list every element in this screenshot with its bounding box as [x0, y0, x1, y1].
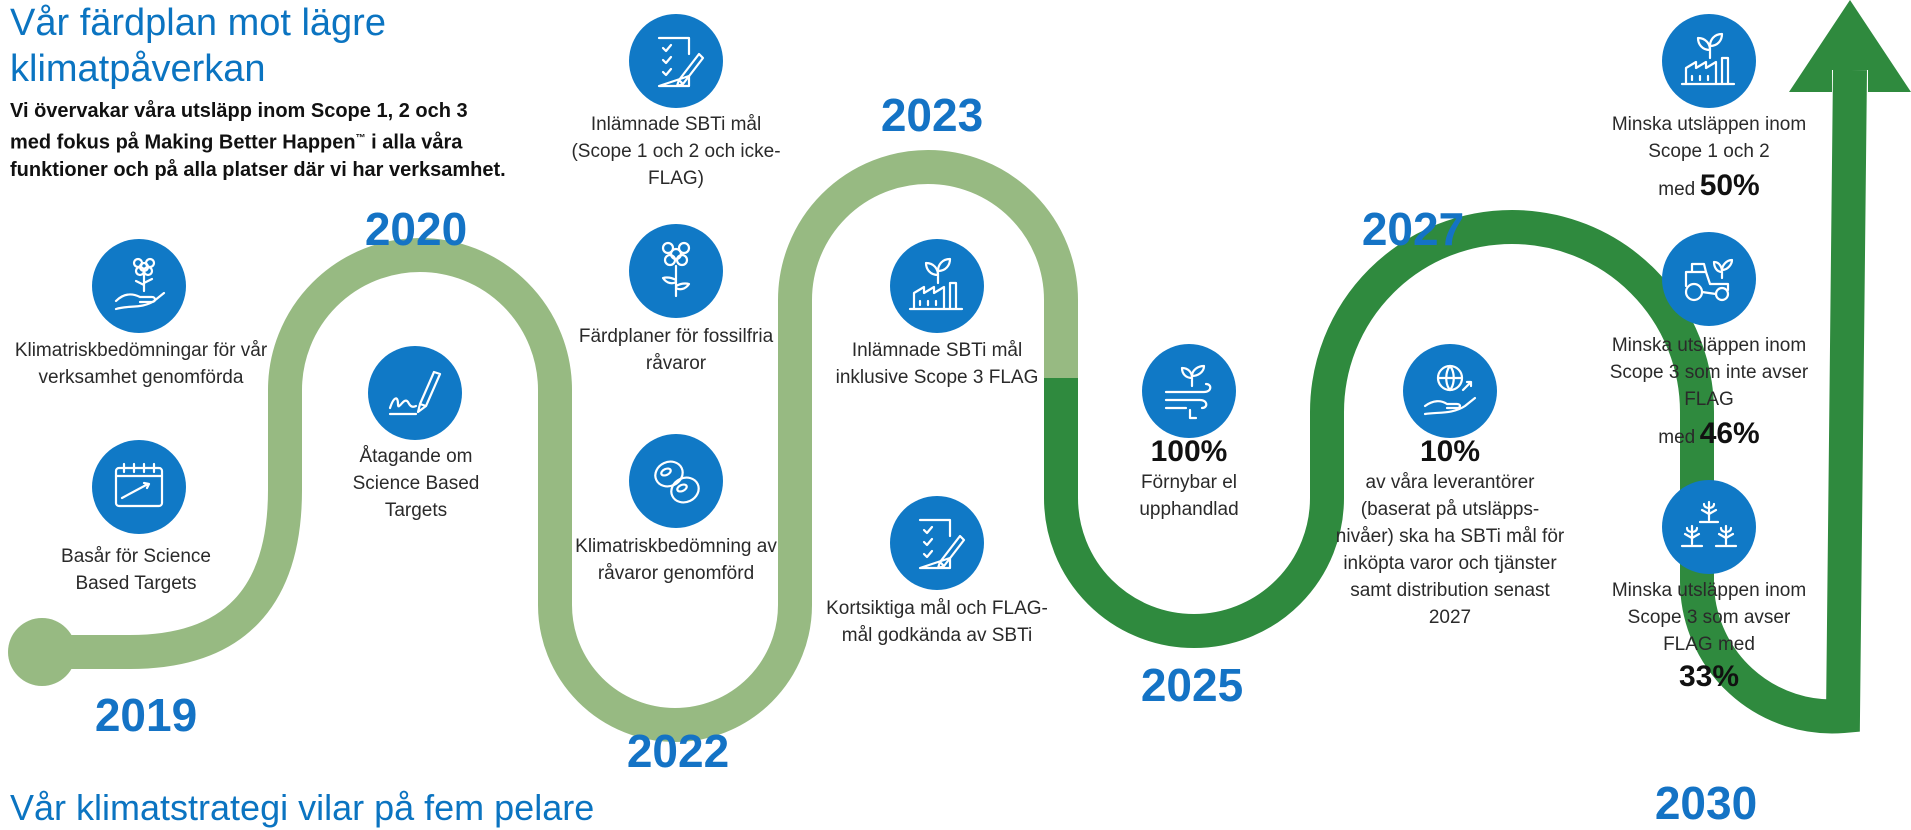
- year-2019: 2019: [94, 689, 198, 741]
- milestone-suppliers: 10% av våra leverantörer (baserat på uts…: [1332, 435, 1568, 631]
- milestone-scope12: Minska utsläppen inom Scope 1 och 2 med …: [1602, 111, 1816, 203]
- scope12-value: 50%: [1699, 169, 1760, 202]
- milestone-submitted-sbti: Inlämnade SBTi mål (Scope 1 och 2 och ic…: [571, 114, 781, 189]
- suppliers-value: 10%: [1419, 435, 1481, 468]
- wind-leaf-icon: [1142, 344, 1236, 438]
- renewable-value: 100%: [1150, 435, 1228, 468]
- milestone-fossil-free-plans: Färdplaner för fossilfria råvaror: [578, 326, 774, 374]
- scope3-nonflag-value: 46%: [1699, 417, 1760, 450]
- year-2027: 2027: [1361, 203, 1465, 255]
- globe-hand-icon: [1403, 344, 1497, 438]
- milestone-renewable: 100% Förnybar el upphandlad: [1100, 435, 1278, 523]
- scope3-flag-label: Minska utsläppen inom Scope 3 som avser …: [1611, 580, 1807, 655]
- hand-flower-icon: [92, 239, 186, 333]
- factory-leaf-icon-2: [1662, 14, 1756, 108]
- milestone-base-year: Basår för Science Based Targets: [61, 546, 211, 594]
- calendar-chart-icon: [92, 440, 186, 534]
- checklist-pen-icon-2: [890, 496, 984, 590]
- milestone-commitment: Åtagande om Science Based Targets: [352, 446, 480, 521]
- page-title: Vår färdplan mot lägre klimatpåverkan: [10, 2, 386, 90]
- checklist-pen-icon: [629, 14, 723, 108]
- milestone-scope3-flag: Minska utsläppen inom Scope 3 som avser …: [1602, 577, 1816, 694]
- crops-icon: [1662, 480, 1756, 574]
- tractor-leaf-icon: [1662, 232, 1756, 326]
- scope12-prefix: med: [1658, 179, 1696, 200]
- scope3-flag-value: 33%: [1678, 660, 1740, 693]
- scope3-nonflag-label: Minska utsläppen inom Scope 3 som inte a…: [1609, 335, 1809, 410]
- factory-leaf-icon: [890, 239, 984, 333]
- milestone-climate-risk-business: Klimatriskbedömningar för vår verksamhet…: [14, 340, 268, 388]
- year-2023: 2023: [880, 89, 984, 141]
- roadmap-path-light-segment: [40, 150, 1078, 742]
- suppliers-label: av våra leverantörer (baserat på utsläpp…: [1335, 472, 1565, 628]
- milestone-scope3-nonflag: Minska utsläppen inom Scope 3 som inte a…: [1602, 332, 1816, 451]
- year-2022: 2022: [626, 725, 730, 777]
- roadmap-arrow-head: [1789, 0, 1911, 92]
- renewable-label: Förnybar el upphandlad: [1139, 472, 1239, 520]
- flower-icon: [629, 224, 723, 318]
- year-2020: 2020: [364, 203, 468, 255]
- scope12-label: Minska utsläppen inom Scope 1 och 2: [1611, 114, 1807, 162]
- milestone-approved-targets: Kortsiktiga mål och FLAG-mål godkända av…: [826, 598, 1048, 646]
- section-heading-pillars: Vår klimatstrategi vilar på fem pelare: [10, 787, 595, 828]
- scope3-nonflag-prefix: med: [1658, 427, 1696, 448]
- year-2025: 2025: [1140, 659, 1244, 711]
- roadmap-path-dark-segment: [1044, 69, 1867, 734]
- milestone-submitted-flag: Inlämnade SBTi mål inklusive Scope 3 FLA…: [835, 340, 1039, 388]
- milestone-raw-material-risk: Klimatriskbedömning av råvaror genomförd: [575, 536, 777, 584]
- roadmap-start-dot: [8, 618, 76, 686]
- seeds-icon: [629, 434, 723, 528]
- year-2030: 2030: [1654, 777, 1758, 829]
- signature-pen-icon: [368, 346, 462, 440]
- intro-text: Vi övervakar våra utsläpp inom Scope 1, …: [10, 100, 506, 181]
